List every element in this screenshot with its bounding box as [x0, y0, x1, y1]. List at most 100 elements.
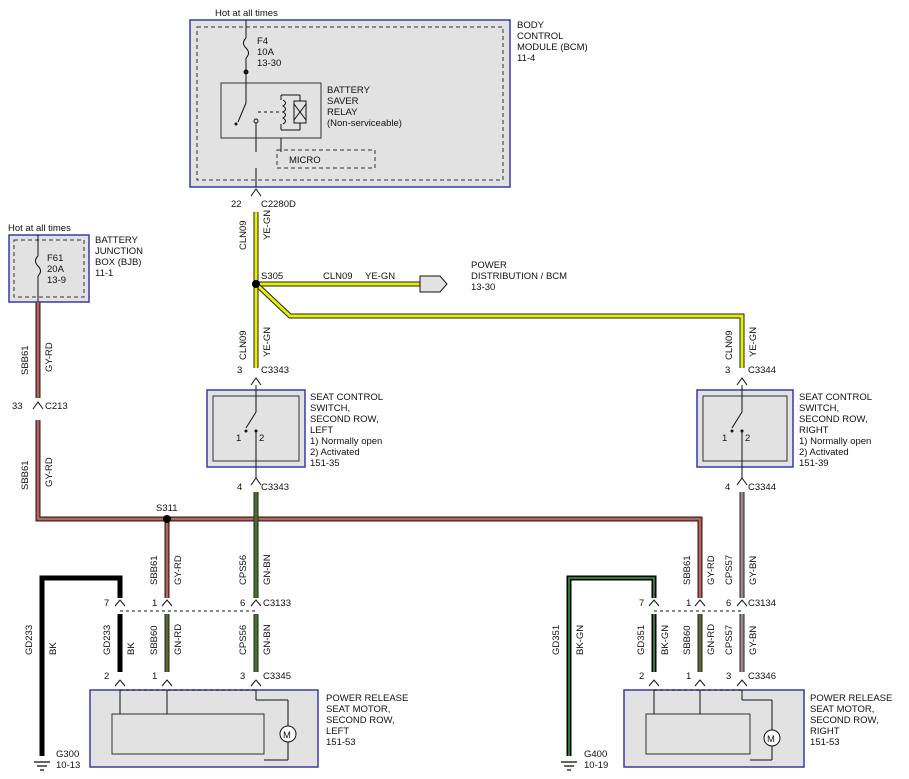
bcm-title-line4: 11-4: [517, 53, 535, 64]
fuse-f61-rating: 20A: [47, 264, 65, 275]
wire-label-yegn-a: YE-GN: [262, 210, 273, 240]
wire-label-bk-a: BK: [48, 642, 59, 655]
wire-cln09-left: CLN09 YE-GN: [238, 284, 273, 368]
bjb-module: Hot at all times F61 20A 13-9 BATTERY JU…: [8, 223, 143, 303]
switch-right-pin2: 2: [745, 433, 750, 444]
wire-label-gnbn-b: GN-BN: [262, 624, 273, 655]
wire-label-gnbn-a: GN-BN: [262, 554, 273, 585]
c3344-label-top: C3344: [748, 365, 776, 376]
c3343-pin-bot: 4: [237, 482, 242, 493]
c3344-pin-top: 3: [725, 365, 730, 376]
wire-sbb61-bjb: SBB61 GY-RD: [20, 302, 55, 398]
wire-cln09-power-dist: CLN09 YE-GN POWER DISTRIBUTION / BCM 13-…: [256, 260, 567, 293]
switch-right-title4: RIGHT: [799, 425, 829, 436]
c3133-label: C3133: [263, 598, 291, 609]
wire-label-gyrd-d: GY-RD: [706, 555, 717, 585]
connector-c2280d: 22 C2280D: [231, 168, 296, 210]
g300-ref: 10-13: [56, 760, 80, 771]
wire-label-cln09-c: CLN09: [724, 330, 735, 360]
power-dist-arrow-icon: [419, 275, 448, 293]
wire-label-gyrd-b: GY-RD: [44, 457, 55, 487]
wire-label-cps56-b: CPS56: [238, 625, 249, 655]
switch-left-title1: SEAT CONTROL: [310, 392, 383, 403]
c2280d-label: C2280D: [261, 199, 296, 210]
seat-switch-right: 3 C3344 1 2 SEAT CONTROL SWITCH, SECOND …: [696, 365, 872, 493]
fuse-f4-icon: [243, 37, 249, 59]
c3346-label: C3346: [748, 671, 776, 682]
wire-label-sbb61-a: SBB61: [20, 345, 31, 375]
wire-label-bkgn-b: BK-GN: [660, 625, 671, 655]
switch-right-note3: 151-39: [799, 458, 829, 469]
switch-right-title2: SWITCH,: [799, 403, 839, 414]
wire-label-gd233-a: GD233: [24, 625, 35, 655]
relay-label-line3: RELAY: [327, 107, 358, 118]
splice-s305-label: S305: [261, 271, 283, 282]
motor-left-title4: LEFT: [326, 726, 349, 737]
ground-g300: G300 10-13: [34, 749, 80, 771]
wire-label-cln09-a: CLN09: [238, 220, 249, 250]
c3134-pin-b: 1: [686, 598, 691, 609]
c2280d-pin: 22: [231, 199, 242, 210]
fuse-f61-icon: [35, 255, 41, 277]
wire-label-cln09-b: CLN09: [238, 330, 249, 360]
motor-right-title4: RIGHT: [810, 726, 840, 737]
wire-cps56-left-b: CPS56 GN-BN: [238, 614, 273, 672]
bjb-title-line1: BATTERY: [95, 235, 139, 246]
c3346-pin-b: 1: [686, 671, 691, 682]
motor-left-title1: POWER RELEASE: [326, 693, 408, 704]
power-dist-label2: DISTRIBUTION / BCM: [471, 271, 567, 282]
switch-right-contact-icon: [731, 411, 743, 429]
relay-label-line1: BATTERY: [327, 85, 371, 96]
power-dist-label3: 13-30: [471, 282, 495, 293]
c3346-pin-c: 3: [726, 671, 731, 682]
c3133-pin-a: 7: [104, 598, 109, 609]
switch-left-title4: LEFT: [310, 425, 333, 436]
motor-right-symbol: M: [767, 734, 775, 745]
wire-label-gybn-a: GY-BN: [748, 556, 759, 585]
wire-cps56-left: CPS56 GN-BN: [238, 492, 273, 598]
wire-sbb60-right: SBB60 GN-RD: [682, 614, 717, 672]
switch-left-note3: 151-35: [310, 458, 340, 469]
relay-contact-icon: [237, 102, 247, 123]
switch-left-note1: 1) Normally open: [310, 436, 382, 447]
bjb-title-line2: JUNCTION: [95, 246, 143, 257]
fuse-f4-rating: 10A: [257, 47, 275, 58]
wire-label-gd351-b: GD351: [636, 625, 647, 655]
motor-left-symbol: M: [283, 730, 291, 741]
fuse-f61-ref: 13-9: [47, 275, 66, 286]
switch-right-title1: SEAT CONTROL: [799, 392, 872, 403]
wire-label-gd233-b: GD233: [102, 625, 113, 655]
connector-c3133: 7 1 6 C3133: [104, 598, 291, 612]
c3343-pin-top: 3: [237, 365, 242, 376]
c3133-pin-b: 1: [152, 598, 157, 609]
wire-gd233-left: GD233 BK GD233 BK: [24, 575, 137, 756]
c213-label: C213: [45, 401, 68, 412]
relay-label-line4: (Non-serviceable): [327, 118, 402, 129]
power-dist-color: YE-GN: [365, 271, 395, 282]
c3133-pin-c: 6: [240, 598, 245, 609]
c3345-pin-b: 1: [152, 671, 157, 682]
power-dist-label1: POWER: [471, 260, 507, 271]
wire-label-sbb61-b: SBB61: [20, 460, 31, 490]
seat-motor-right: M POWER RELEASE SEAT MOTOR, SECOND ROW, …: [623, 689, 892, 768]
c3343-label-top: C3343: [261, 365, 289, 376]
wire-cps57-right-b: CPS57 GY-BN: [724, 614, 759, 672]
c213-pin: 33: [12, 401, 23, 412]
motor-right-title3: SECOND ROW,: [810, 715, 879, 726]
seat-motor-left: M POWER RELEASE SEAT MOTOR, SECOND ROW, …: [89, 689, 408, 768]
c3134-pin-c: 6: [726, 598, 731, 609]
wire-label-sbb61-c: SBB61: [149, 555, 160, 585]
bcm-module: Hot at all times F4 10A 13-30 BATTERY SA…: [189, 8, 588, 188]
relay-coil-icon: [282, 99, 286, 125]
bcm-hot-label: Hot at all times: [215, 8, 278, 19]
switch-left-pin1: 1: [236, 433, 241, 444]
bcm-title-line1: BODY: [517, 20, 545, 31]
bcm-title-line2: CONTROL: [517, 31, 563, 42]
c3345-pin-c: 3: [240, 671, 245, 682]
wire-sbb61-c213: SBB61 GY-RD: [20, 420, 703, 598]
fuse-f4-ref: 13-30: [257, 58, 281, 69]
wire-label-yegn-c: YE-GN: [748, 327, 759, 357]
connector-c3134: 7 1 6 C3134: [639, 598, 776, 612]
wire-label-bkgn-a: BK-GN: [575, 625, 586, 655]
